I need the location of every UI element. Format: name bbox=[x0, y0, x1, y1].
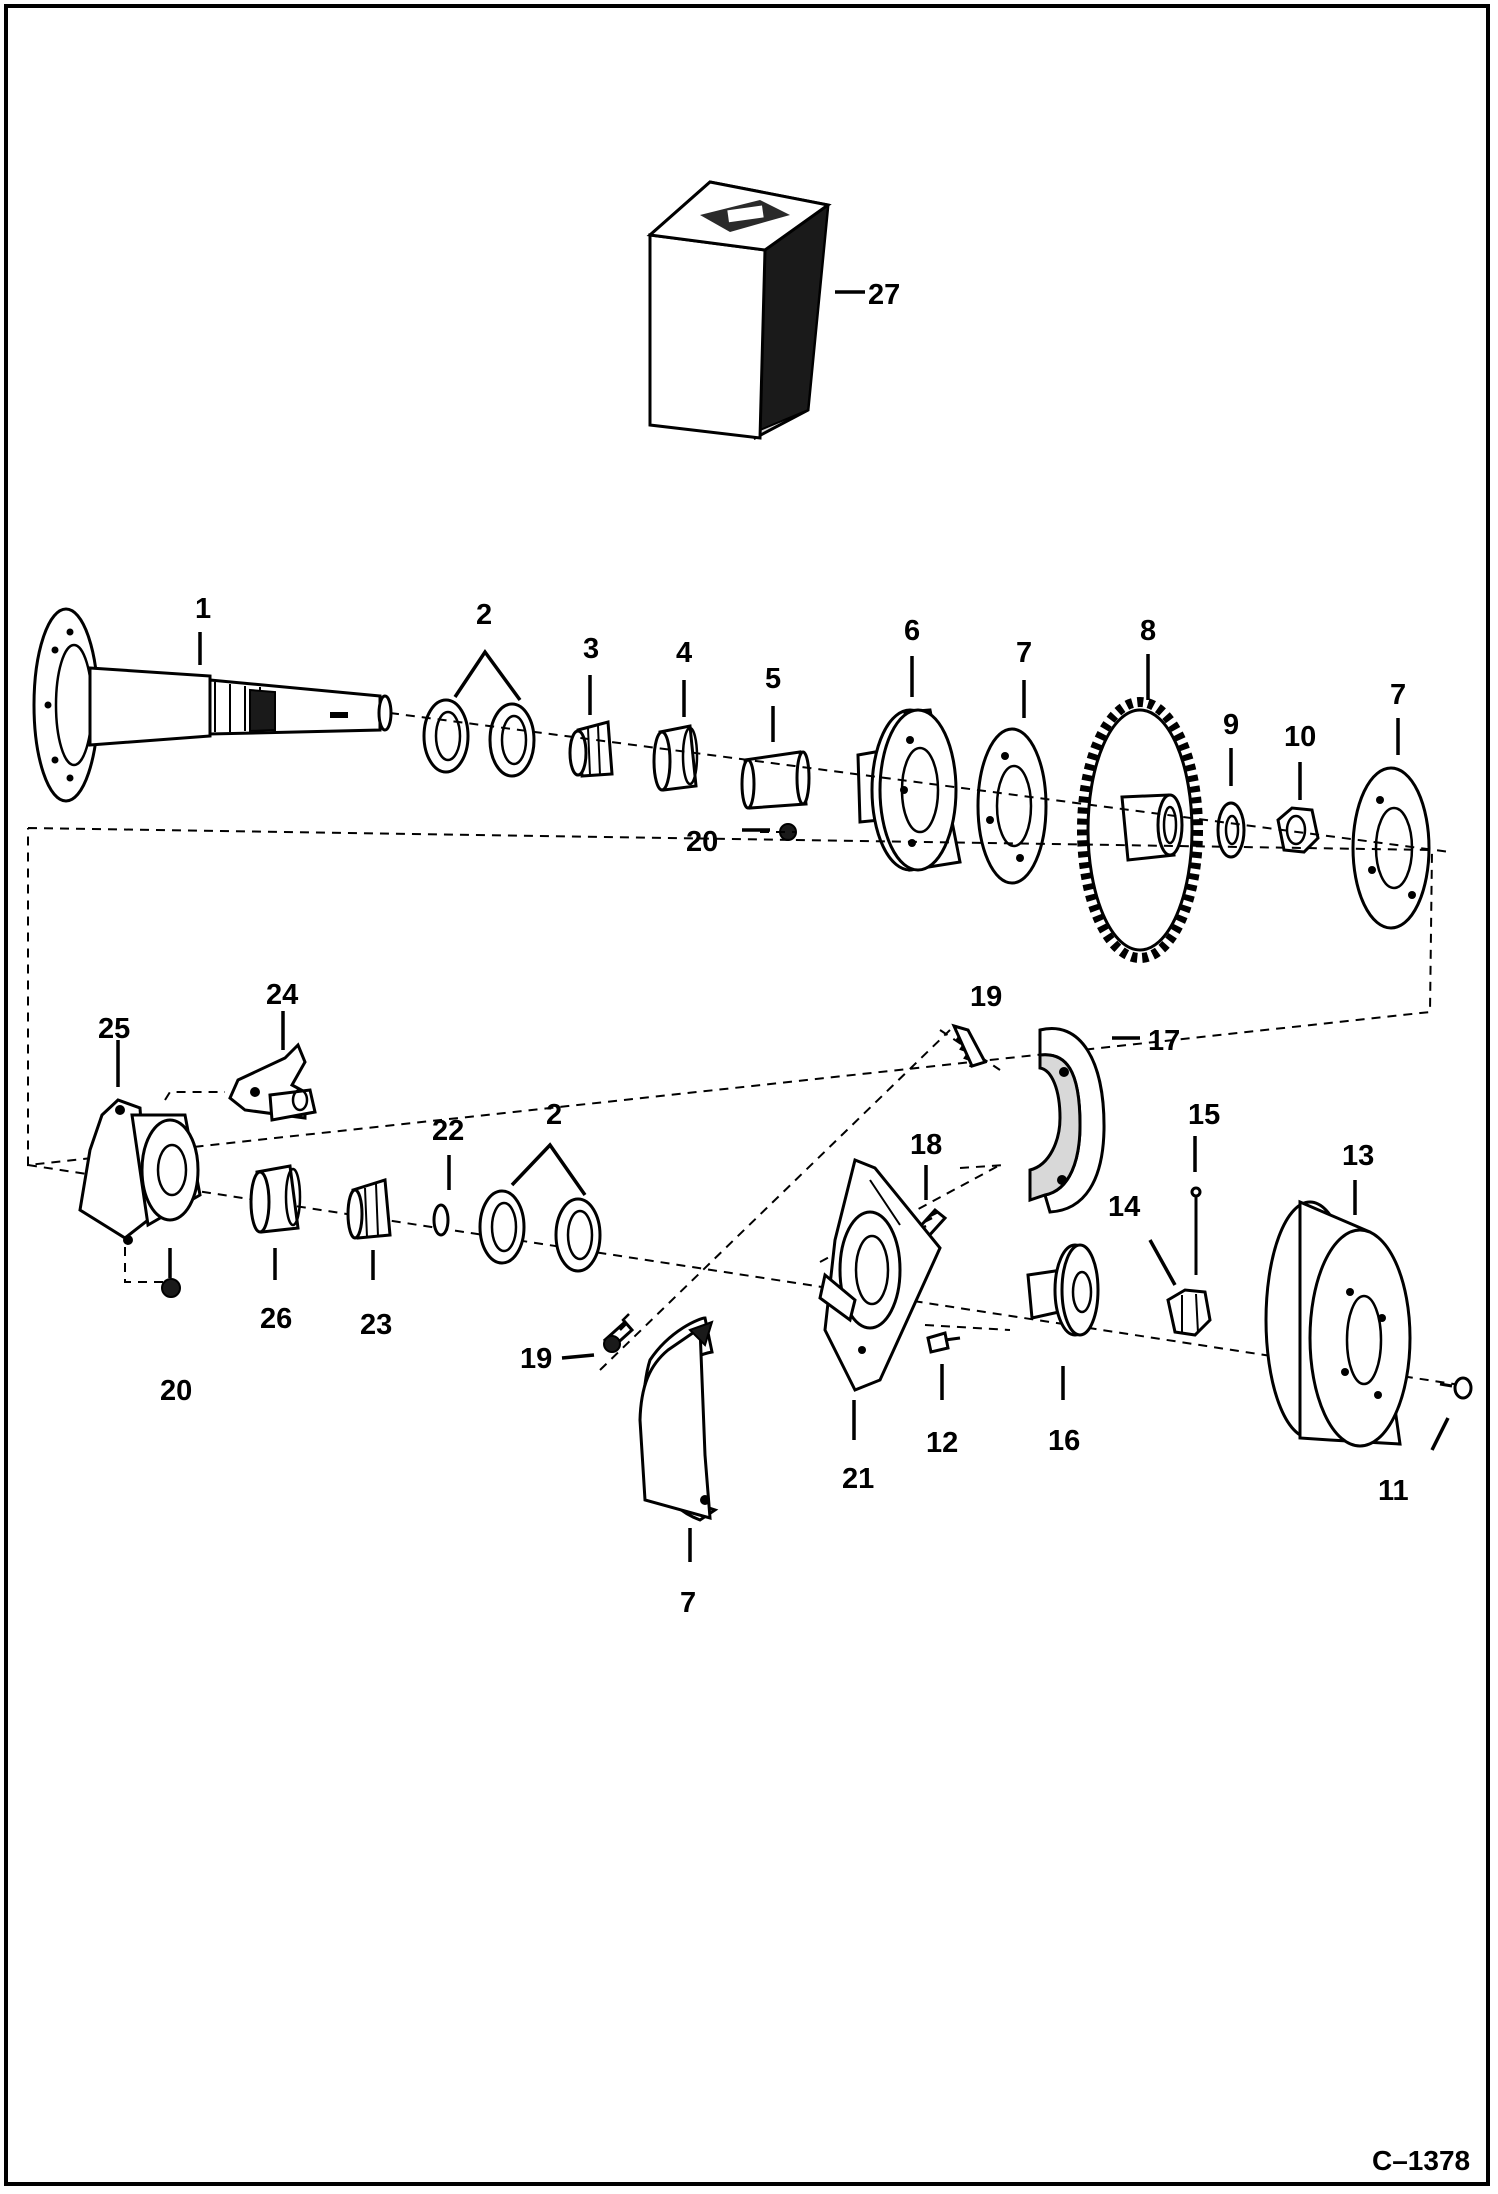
part-8-sprocket bbox=[1077, 697, 1203, 963]
drawing-code: C–1378 bbox=[1372, 2145, 1470, 2176]
part-23-bearing-cone-lower bbox=[346, 1178, 392, 1240]
part-7-gasket-upper bbox=[976, 727, 1048, 885]
callout-5: 5 bbox=[765, 663, 781, 695]
part-26-bearing-cup-lower bbox=[249, 1164, 302, 1234]
callout-23: 23 bbox=[360, 1309, 392, 1341]
part-12-bolt bbox=[926, 1331, 961, 1354]
part-19-spring-upper bbox=[951, 1023, 988, 1068]
part-2-seals-lower bbox=[478, 1189, 602, 1273]
callout-16: 16 bbox=[1048, 1425, 1080, 1457]
part-20-plug-lower bbox=[161, 1278, 181, 1298]
part-2-seals-upper bbox=[422, 698, 536, 778]
callout-2-upper: 2 bbox=[476, 599, 492, 631]
callout-22: 22 bbox=[432, 1115, 464, 1147]
part-5-spacer-sleeve bbox=[740, 750, 811, 810]
part-24-bracket-yoke bbox=[228, 1042, 317, 1122]
callout-1: 1 bbox=[195, 593, 211, 625]
part-7-brake-shoe-lower bbox=[638, 1316, 719, 1522]
callout-20-lower: 20 bbox=[160, 1375, 192, 1407]
part-19-spring-lower bbox=[602, 1313, 635, 1353]
drawing-border bbox=[4, 4, 1490, 2186]
callout-19-upper: 19 bbox=[970, 981, 1002, 1013]
callout-13: 13 bbox=[1342, 1140, 1374, 1172]
part-4-bearing-cup bbox=[652, 724, 699, 792]
callout-7-upper-right: 7 bbox=[1390, 679, 1406, 711]
callout-15: 15 bbox=[1188, 1099, 1220, 1131]
callout-10: 10 bbox=[1284, 721, 1316, 753]
callout-27: 27 bbox=[868, 279, 900, 311]
callout-24: 24 bbox=[266, 979, 298, 1011]
part-21-backing-plate bbox=[818, 1157, 942, 1392]
callout-14: 14 bbox=[1108, 1191, 1140, 1223]
part-1-axle-shaft bbox=[32, 607, 393, 803]
part-9-washer bbox=[1216, 801, 1246, 859]
callout-2-lower: 2 bbox=[546, 1099, 562, 1131]
callout-7-upper: 7 bbox=[1016, 637, 1032, 669]
part-10-nut bbox=[1276, 806, 1320, 854]
callout-9: 9 bbox=[1223, 709, 1239, 741]
part-3-bearing-cone bbox=[568, 720, 614, 778]
callout-12: 12 bbox=[926, 1427, 958, 1459]
part-6-hub bbox=[856, 708, 962, 872]
assembly-centerlines bbox=[27, 712, 1461, 1396]
callout-18: 18 bbox=[910, 1129, 942, 1161]
part-17-brake-shoe-upper bbox=[1028, 1027, 1106, 1214]
callout-26: 26 bbox=[260, 1303, 292, 1335]
part-27-kit-box bbox=[646, 180, 832, 441]
callout-21: 21 bbox=[842, 1463, 874, 1495]
callout-3: 3 bbox=[583, 633, 599, 665]
callout-labels: 27 1 2 3 4 5 6 7 8 9 10 7 20 25 24 19 17… bbox=[98, 279, 1470, 2176]
callout-11: 11 bbox=[1378, 1475, 1409, 1507]
part-13-brake-drum bbox=[1264, 1199, 1412, 1448]
callout-17: 17 bbox=[1148, 1025, 1180, 1057]
callout-8: 8 bbox=[1140, 615, 1156, 647]
callout-6: 6 bbox=[904, 615, 920, 647]
part-15-cotter-pin bbox=[1190, 1186, 1202, 1275]
part-22-o-ring bbox=[432, 1203, 450, 1237]
callout-19-lower: 19 bbox=[520, 1343, 552, 1375]
part-11-screw bbox=[1439, 1376, 1473, 1400]
leader-lines bbox=[116, 290, 1450, 1562]
callout-20-upper: 20 bbox=[686, 826, 718, 858]
callout-4: 4 bbox=[676, 637, 692, 669]
part-7-gasket-upper-right bbox=[1351, 766, 1431, 930]
callout-7-lower: 7 bbox=[680, 1587, 696, 1619]
callout-25: 25 bbox=[98, 1013, 130, 1045]
part-16-hub-lower bbox=[1026, 1243, 1100, 1337]
part-14-nut bbox=[1166, 1288, 1212, 1337]
part-25-housing bbox=[78, 1098, 202, 1245]
